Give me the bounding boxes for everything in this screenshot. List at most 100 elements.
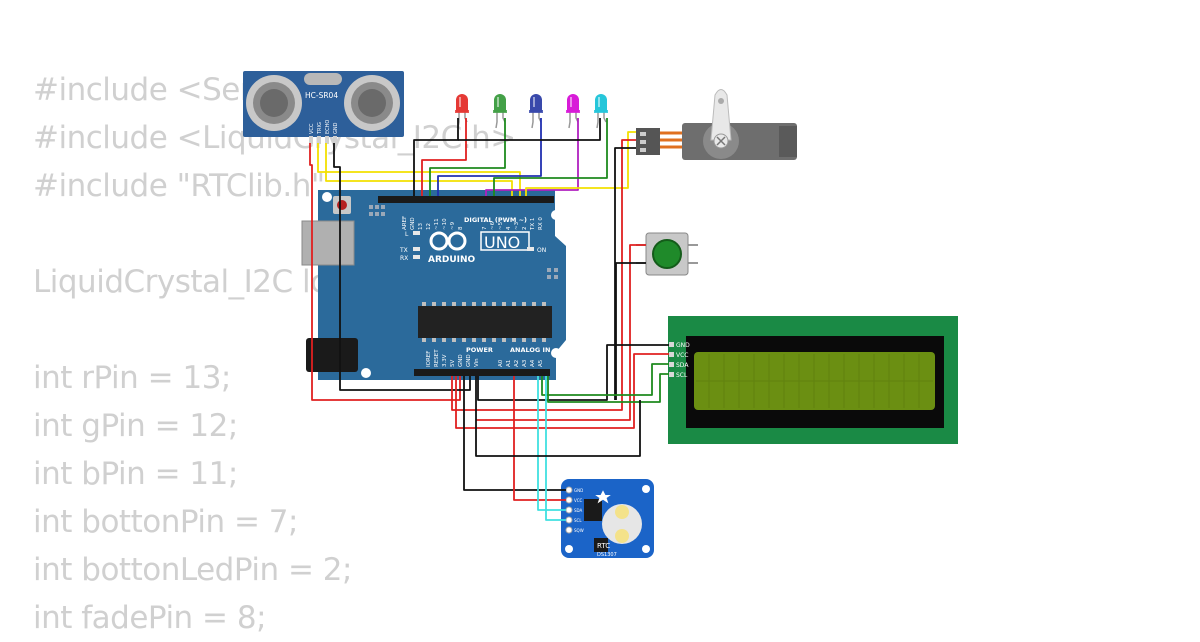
servo-cable: [660, 131, 684, 149]
servo-connector: [636, 128, 660, 155]
power-pin-label: GND: [458, 354, 464, 367]
digital-header-label: DIGITAL (PWM ~): [464, 216, 527, 224]
digital-pin-label: ~5: [498, 221, 504, 230]
led-row: [455, 94, 608, 129]
ultrasonic-pin-gnd: GND: [333, 122, 339, 134]
led-body: [595, 94, 607, 112]
rtc-crystal: [594, 538, 608, 552]
power-pin-label: 3.3V: [442, 354, 448, 367]
analog-pin-label: A1: [506, 360, 512, 367]
led-green: [493, 94, 507, 129]
wire-ground-bus: [475, 376, 641, 457]
digital-pin-label: 7: [482, 226, 488, 230]
power-pin-label: 5V: [450, 360, 456, 367]
wire-led-blue: [437, 118, 542, 196]
ultrasonic-pins: [309, 136, 337, 144]
led-body: [456, 94, 468, 112]
wire-lcd-scl: [547, 373, 669, 403]
digital-pin-label: RX 0: [538, 217, 544, 230]
rtc-chip: [584, 499, 602, 521]
mount-hole-3: [361, 368, 371, 378]
led-body: [494, 94, 506, 112]
adafruit-star-icon: [595, 490, 611, 504]
ultrasonic-model-label: HC-SR04: [305, 91, 338, 100]
digital-pin-label: 4: [506, 226, 512, 230]
ultrasonic-pin-vcc: VCC: [309, 123, 315, 134]
rtc-pin-vcc: VCC: [574, 498, 583, 503]
wire-servo-signal: [525, 131, 636, 196]
digital-pin-label: GND: [410, 217, 416, 230]
uno-badge: [480, 231, 530, 251]
chip-legs: [422, 302, 546, 342]
code-line: int bottonPin = 7;: [33, 504, 298, 540]
lcd-pin-vcc: VCC: [676, 352, 688, 359]
reset-button-cap: [337, 200, 347, 210]
code-line: int gPin = 12;: [33, 408, 238, 444]
ultrasonic-pin-echo: ECHO: [325, 120, 331, 134]
digital-pin-label: ~11: [434, 218, 440, 230]
rtc-pin-scl: SCL: [574, 518, 582, 523]
servo-motor: [636, 89, 797, 160]
analog-pin-label: A4: [530, 359, 536, 367]
wire-ultrasonic-vcc: [309, 143, 461, 401]
usb-connector: [301, 220, 355, 266]
rtc-title: RTC: [597, 542, 610, 550]
mount-hole-1: [322, 192, 332, 202]
arduino-uno-board: ARDUINO UNO DIGITAL (PWM ~) L TX RX ON P…: [301, 190, 566, 380]
wire-ultrasonic-echo: [325, 143, 513, 196]
icsp-header-top: [369, 205, 385, 216]
wire-lcd-vcc: [455, 353, 669, 429]
button-cap: [652, 239, 682, 269]
wire-servo-power: [451, 139, 636, 411]
analog-pin-label: A3: [522, 359, 528, 367]
digital-pin-label: 2: [522, 227, 528, 231]
digital-pin-label: TX 1: [530, 218, 536, 231]
arduino-brand: ARDUINO: [428, 255, 476, 265]
code-line: int rPin = 13;: [33, 360, 231, 396]
analog-pin-label: A2: [514, 360, 520, 367]
wire-led-magenta: [485, 118, 579, 196]
lcd-pin-sda: SDA: [676, 362, 689, 369]
power-header-label: POWER: [466, 346, 493, 354]
digital-pin-label: ~10: [442, 218, 448, 230]
code-line: int bPin = 11;: [33, 456, 238, 492]
power-pin-label: GND: [466, 354, 472, 367]
lcd-pin-gnd: GND: [676, 342, 690, 349]
wire-led-cyan: [493, 118, 608, 196]
arduino-model: UNO: [484, 233, 520, 252]
digital-pin-label: ~6: [490, 221, 496, 230]
digital-pin-label: 13: [418, 223, 424, 230]
wire-led-green: [429, 118, 506, 196]
rtc-pin-gnd: GND: [574, 488, 583, 493]
ultrasonic-pin-trig: TRIG: [317, 122, 323, 135]
wire-servo-ground: [614, 147, 636, 400]
code-line: #include "RTClib.h": [33, 168, 325, 204]
analog-pin-label: A0: [498, 359, 504, 367]
led-magenta: [566, 94, 580, 129]
rtc-battery: [602, 504, 642, 544]
lcd-module: GND VCC SDA SCL: [668, 316, 958, 444]
wire-led-red: [421, 118, 467, 196]
led-label-rx: RX: [400, 255, 408, 262]
rtc-chip-label: DS1307: [597, 552, 617, 558]
arduino-logo-icon: [429, 231, 449, 251]
wire-rtc-scl: [545, 376, 566, 521]
led-body: [567, 94, 579, 112]
servo-horn: [710, 89, 732, 141]
wire-ultrasonic-trig: [317, 143, 521, 196]
wire-lcd-gnd: [477, 344, 669, 401]
rtc-pin-sda: SDA: [574, 508, 583, 513]
power-pin-label: Vin: [474, 358, 480, 367]
ultrasonic-sensor: HC-SR04 VCC TRIG ECHO GND: [243, 71, 404, 144]
wires: [309, 118, 669, 521]
wire-rtc-vcc: [513, 376, 566, 501]
led-blue: [529, 94, 543, 129]
wire-button-power: [476, 244, 646, 421]
digital-pin-label: ~3: [514, 221, 520, 230]
led-cyan: [594, 94, 608, 129]
wire-button-ground: [615, 262, 646, 400]
led-label-tx: TX: [399, 247, 408, 254]
